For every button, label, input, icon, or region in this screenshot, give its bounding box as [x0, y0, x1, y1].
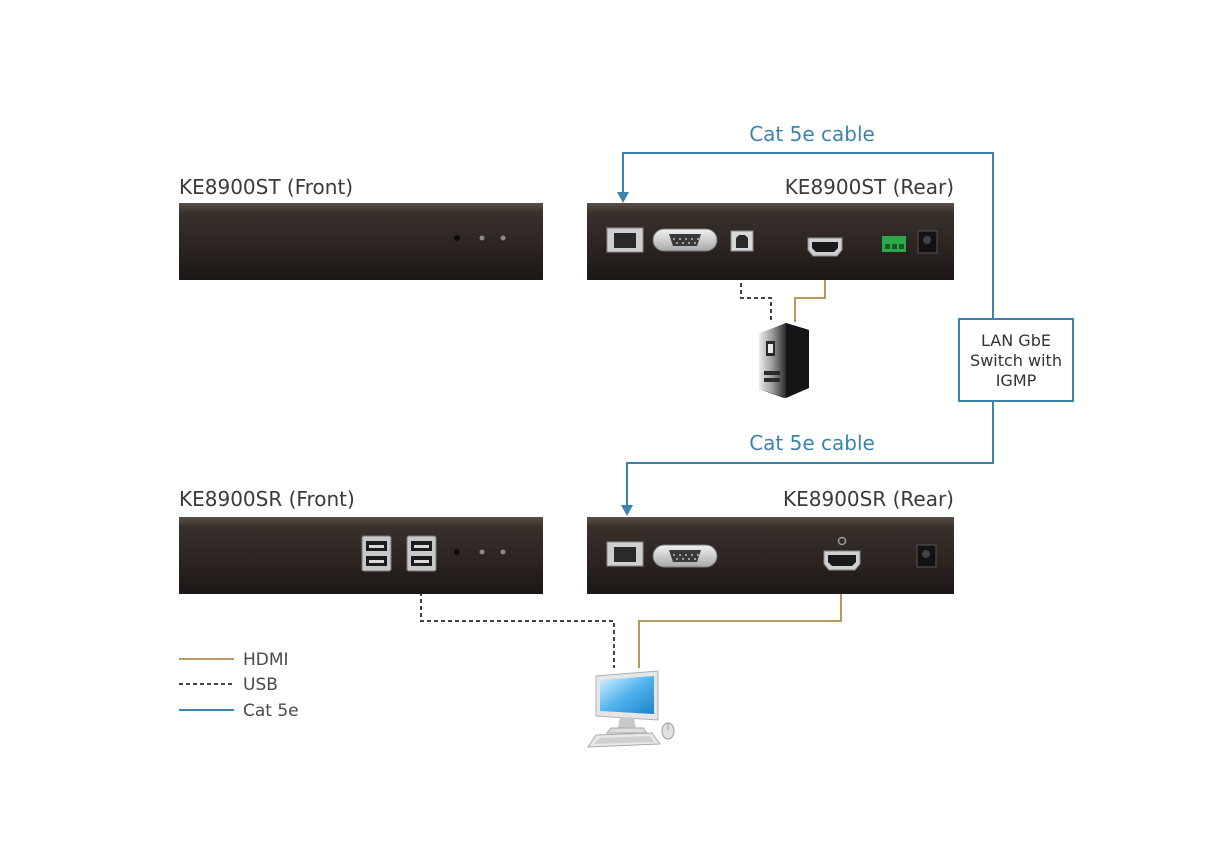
usb-b-port-icon: [730, 230, 754, 252]
switch-label-line2: Switch with: [970, 351, 1062, 370]
arrowhead-icon: [621, 505, 633, 516]
usb-cable-workstation: [420, 571, 615, 668]
power-led: [454, 235, 460, 241]
tx-rear-label: KE8900ST (Rear): [785, 175, 954, 199]
rj45-port-icon: [606, 227, 644, 253]
legend-cat5e-label: Cat 5e: [243, 701, 299, 721]
status-led: [479, 235, 485, 241]
tx-rear-unit: [587, 203, 954, 280]
workstation-icon: [587, 670, 675, 748]
legend: HDMI USB Cat 5e: [179, 650, 299, 721]
cat5e-cable-top: [622, 152, 994, 319]
switch-label-line3: IGMP: [996, 371, 1037, 390]
bottom-cable-label: Cat 5e cable: [749, 431, 875, 455]
switch-label-line1: LAN GbE: [981, 331, 1051, 350]
hdmi-port-icon: [823, 550, 861, 571]
rx-rear-unit: [587, 517, 954, 594]
power-jack-icon: [916, 544, 937, 568]
link-led: [500, 235, 506, 241]
hdmi-port-icon: [807, 237, 843, 257]
indicator-icon: [837, 536, 847, 546]
computer-tower-icon: [759, 323, 809, 398]
legend-usb-label: USB: [243, 675, 278, 695]
serial-port-icon: [652, 228, 718, 252]
serial-port-icon: [652, 544, 718, 568]
power-jack-icon: [917, 230, 938, 254]
tx-front-label: KE8900ST (Front): [179, 175, 353, 199]
usb-a-port-icon: [361, 535, 392, 572]
rj45-port-icon: [606, 541, 644, 567]
local-cables: [420, 255, 842, 668]
lan-switch: LAN GbE Switch with IGMP: [958, 318, 1074, 402]
status-led: [479, 549, 485, 555]
rx-front-label: KE8900SR (Front): [179, 487, 355, 511]
link-led: [500, 549, 506, 555]
power-led: [454, 549, 460, 555]
usb-a-port-icon: [406, 535, 437, 572]
arrowhead-icon: [617, 192, 629, 203]
cat5e-cables: [617, 152, 994, 516]
hdmi-cable-workstation: [638, 572, 842, 668]
legend-hdmi-label: HDMI: [243, 650, 289, 670]
top-cable-label: Cat 5e cable: [749, 122, 875, 146]
tx-front-unit: [179, 203, 543, 280]
rx-rear-label: KE8900SR (Rear): [783, 487, 954, 511]
terminal-block-icon: [882, 236, 906, 252]
rx-front-unit: [179, 517, 543, 594]
cat5e-cable-bottom: [626, 401, 994, 509]
